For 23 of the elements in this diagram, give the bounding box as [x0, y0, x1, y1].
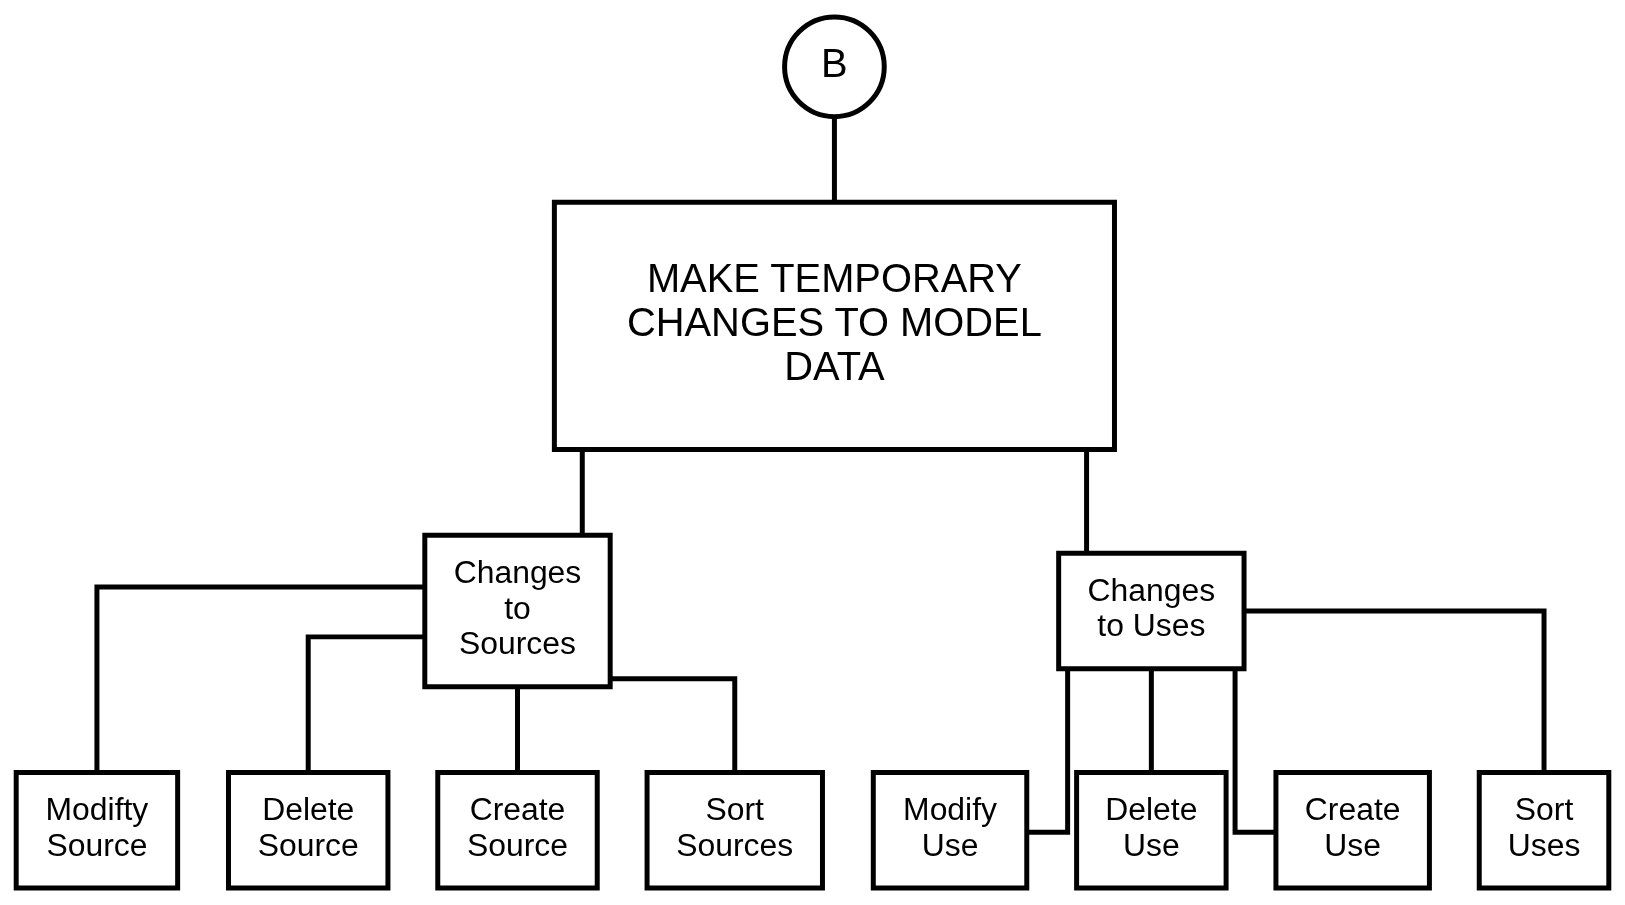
- connector: [1244, 608, 1547, 773]
- node-box: MAKE TEMPORARY CHANGES TO MODEL DATA: [551, 199, 1117, 452]
- connector: [1027, 669, 1071, 835]
- node-box: Delete Source: [226, 769, 391, 891]
- connector: [305, 634, 425, 773]
- connector: [579, 450, 585, 535]
- connector: [1148, 669, 1154, 772]
- node-box: Changes to Uses: [1056, 550, 1247, 672]
- connector: [515, 687, 520, 773]
- connector: [1084, 450, 1090, 553]
- node-box: Modifty Source: [13, 769, 181, 891]
- node-box: Changes to Sources: [422, 532, 613, 690]
- node-box: Sort Uses: [1476, 769, 1612, 891]
- node-box: Delete Use: [1074, 769, 1229, 891]
- node-circle: B: [782, 14, 887, 120]
- node-box: Create Use: [1273, 769, 1432, 891]
- node-box: Modify Use: [870, 769, 1030, 891]
- node-box: Create Source: [435, 769, 600, 891]
- connector: [94, 584, 425, 772]
- node-box: Sort Sources: [644, 769, 825, 891]
- connector: [610, 676, 738, 773]
- connector: [1232, 669, 1276, 835]
- connector: [831, 116, 837, 202]
